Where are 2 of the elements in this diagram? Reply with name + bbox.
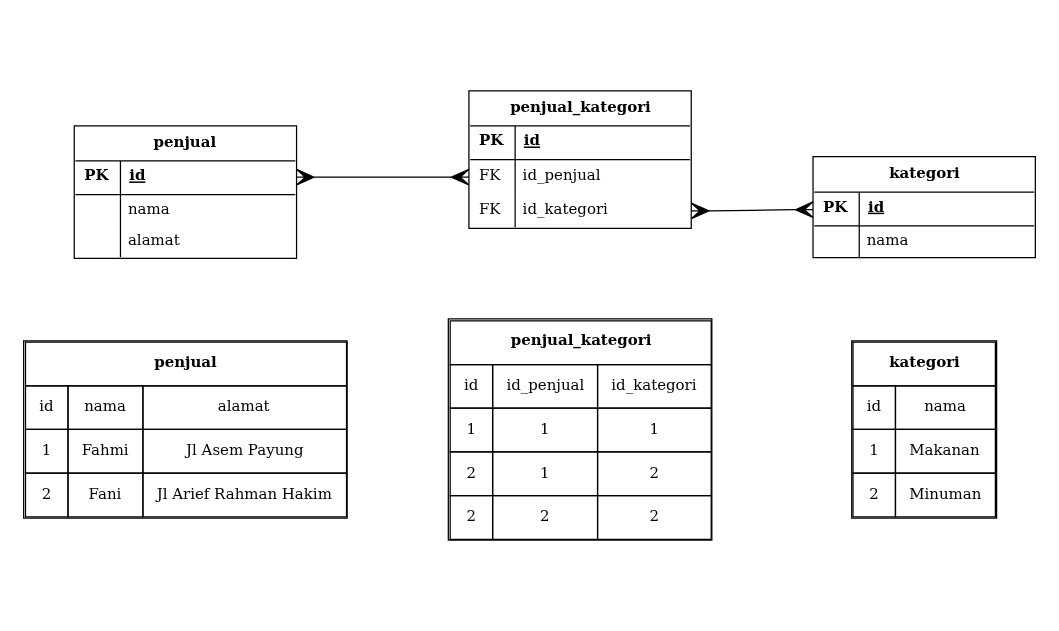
connector — [690, 201, 814, 220]
connector — [295, 168, 470, 186]
